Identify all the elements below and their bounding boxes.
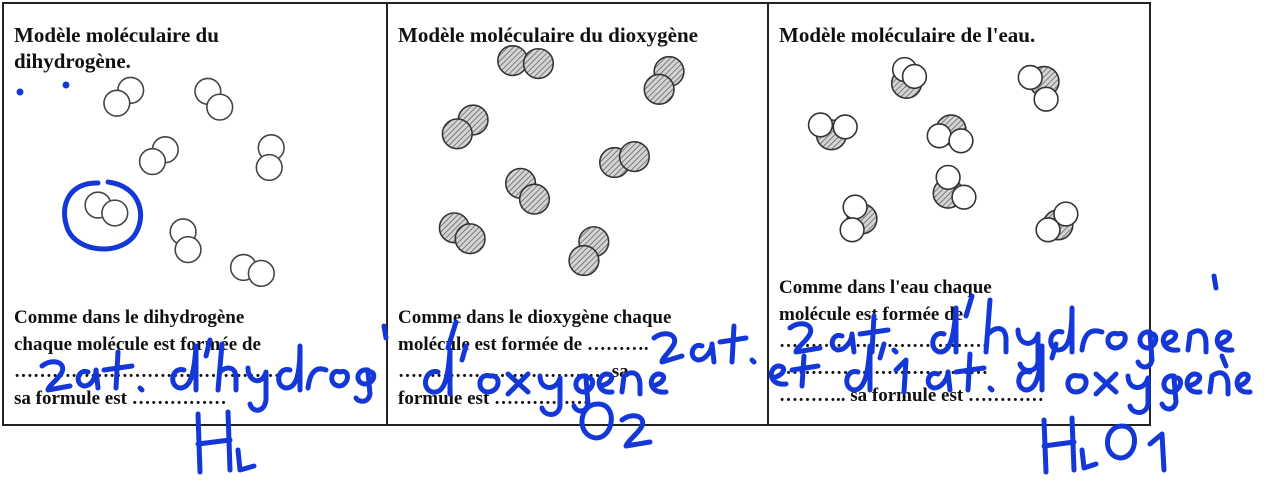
hydrogen-atom xyxy=(101,199,129,227)
hydrogen-atom xyxy=(255,153,283,182)
panel-title: Modèle moléculaire du dihydrogène. xyxy=(14,22,219,74)
oxygen-atom xyxy=(618,140,651,173)
panel-dihydrogen: Modèle moléculaire du dihydrogène. Comme… xyxy=(2,2,388,426)
hydrogen-atom xyxy=(174,235,202,264)
panel-dioxygen: Modèle moléculaire du dioxygène Comme da… xyxy=(386,2,769,426)
hydrogen-atom xyxy=(1017,64,1043,91)
text-line: …………………………… xyxy=(779,358,988,379)
panel-text: Comme dans le dioxygène chaque molécule … xyxy=(398,304,671,412)
dioxygen-molecules xyxy=(438,44,685,277)
hydrogen-atom xyxy=(1033,86,1059,112)
water-molecules xyxy=(807,56,1079,243)
title-line: Modèle moléculaire du dioxygène xyxy=(398,23,698,47)
text-line: Comme dans le dioxygène chaque xyxy=(398,307,672,328)
text-line: formule est …………… xyxy=(398,388,590,409)
oxygen-atom xyxy=(518,183,551,215)
text-line: Comme dans l'eau chaque xyxy=(779,277,992,298)
text-line: …………………………… xyxy=(779,331,988,352)
hydrogen-atom xyxy=(839,217,865,243)
text-line: molécule est formée de ………. xyxy=(398,334,649,355)
hydrogen-atom xyxy=(951,184,977,210)
panel-title: Modèle moléculaire de l'eau. xyxy=(779,22,1035,48)
text-line: Comme dans le dihydrogène xyxy=(14,307,245,328)
oxygen-atom xyxy=(643,73,675,105)
text-line: chaque molécule est formée de xyxy=(14,334,261,355)
text-line: ……….. sa formule est ………… xyxy=(779,385,1044,406)
panel-text: Comme dans le dihydrogène chaque molécul… xyxy=(14,304,280,412)
text-line: …………………………………… xyxy=(14,361,280,382)
hydrogen-atom xyxy=(842,194,868,220)
hydrogen-atom xyxy=(1035,217,1061,243)
hydrogen-atom xyxy=(247,259,275,288)
hydrogen-atom xyxy=(935,164,961,191)
panel-title: Modèle moléculaire du dioxygène xyxy=(398,22,698,48)
oxygen-atom xyxy=(522,47,555,80)
text-line: sa formule est …………… xyxy=(14,388,227,409)
text-line: molécule est formée de xyxy=(779,304,964,325)
oxygen-atom xyxy=(441,118,473,150)
text-line: …………………………… sa xyxy=(398,361,629,382)
hydrogen-atom xyxy=(103,89,131,117)
hydrogen-atom xyxy=(206,93,234,121)
hydrogen-atom xyxy=(138,147,167,176)
title-line: dihydrogène. xyxy=(14,49,131,73)
hydrogen-atom xyxy=(901,63,928,90)
panel-text: Comme dans l'eau chaque molécule est for… xyxy=(779,274,1044,409)
oxygen-atom xyxy=(568,244,600,277)
panel-water: Modèle moléculaire de l'eau. xyxy=(767,2,1151,426)
oxygen-atom xyxy=(454,223,486,255)
panel3-handwritten-formula xyxy=(1041,415,1167,475)
hydrogen-atom xyxy=(948,128,974,154)
hydrogen-atom xyxy=(832,114,858,140)
title-line: Modèle moléculaire du xyxy=(14,23,219,47)
hydrogen-atom xyxy=(807,112,834,138)
title-line: Modèle moléculaire de l'eau. xyxy=(779,23,1036,47)
hydrogen-atom xyxy=(1053,201,1079,227)
hydrogen-atom xyxy=(926,123,952,149)
